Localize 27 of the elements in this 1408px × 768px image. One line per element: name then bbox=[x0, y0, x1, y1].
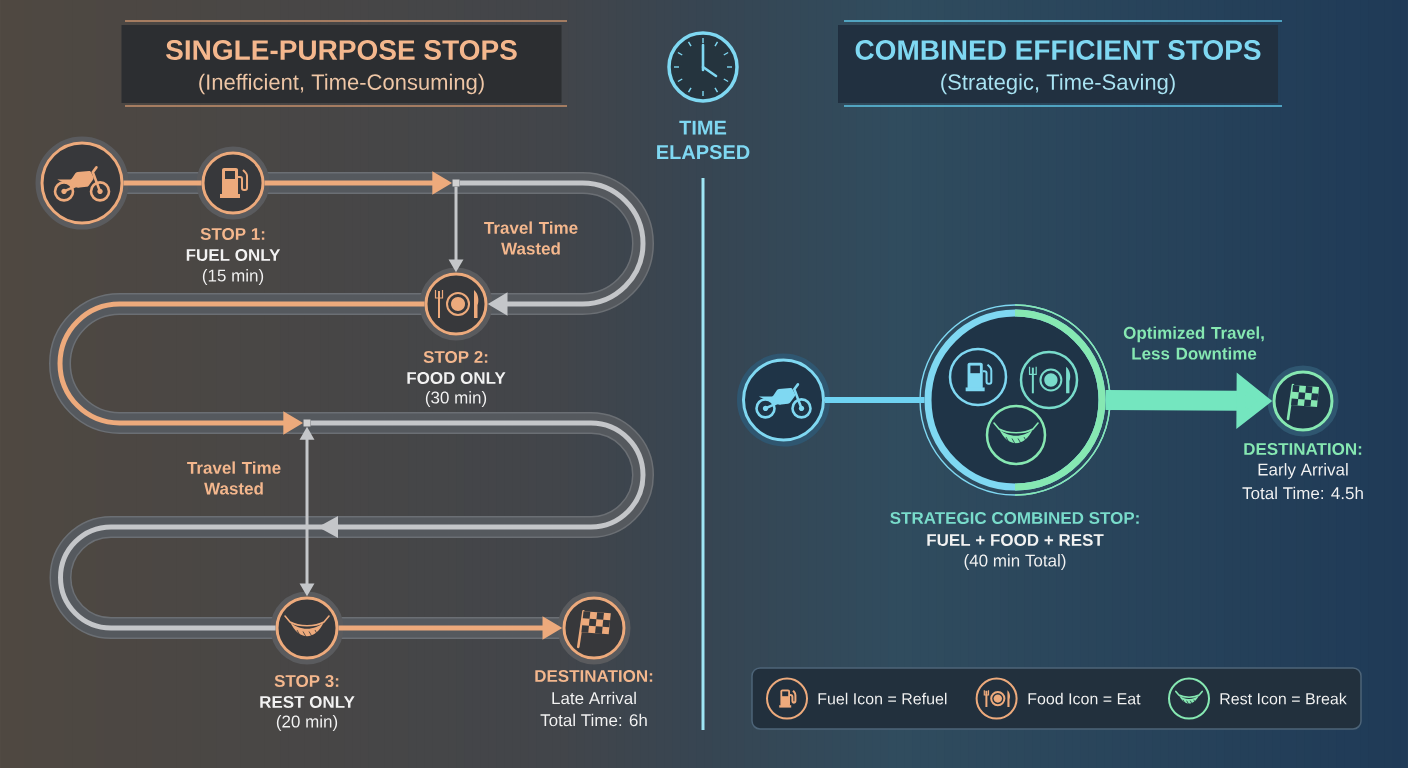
duration-text: (30 min) bbox=[425, 391, 487, 407]
stop-heading: STOP 2: bbox=[423, 351, 488, 363]
stop-type: FUEL ONLY bbox=[186, 249, 281, 261]
arrival-text: Early Arrival bbox=[1258, 463, 1348, 479]
stop-type: FUEL + FOOD + REST bbox=[927, 534, 1104, 546]
duration-text: (20 min) bbox=[276, 715, 338, 731]
total-time-text: Total Time: 6h bbox=[540, 713, 647, 727]
duration-text: (40 min Total) bbox=[964, 554, 1066, 570]
junction-marker bbox=[452, 179, 460, 187]
legend-label: Food Icon = Eat bbox=[1028, 692, 1141, 705]
destination-heading: DESTINATION: bbox=[535, 669, 653, 682]
edge-label: Optimized Travel, Less Downtime bbox=[1123, 326, 1264, 360]
stop-type: FOOD ONLY bbox=[407, 372, 506, 384]
edge-label: Travel Time Wasted bbox=[187, 461, 281, 495]
arrival-text: Late Arrival bbox=[552, 691, 636, 705]
destination-heading: DESTINATION: bbox=[1244, 443, 1362, 455]
stop-heading: STOP 1: bbox=[200, 228, 265, 240]
junction-marker bbox=[303, 419, 311, 427]
total-time-text: Total Time: 4.5h bbox=[1242, 486, 1363, 500]
stop-heading: STOP 3: bbox=[274, 674, 339, 687]
edge-label: Travel Time Wasted bbox=[484, 221, 578, 255]
axis-label: TIME ELAPSED bbox=[657, 120, 750, 160]
legend-label: Fuel Icon = Refuel bbox=[818, 692, 947, 705]
stop-type: REST ONLY bbox=[260, 695, 355, 708]
legend-label: Rest Icon = Break bbox=[1220, 692, 1347, 705]
stop-heading: STRATEGIC COMBINED STOP: bbox=[890, 512, 1139, 524]
duration-text: (15 min) bbox=[202, 269, 264, 285]
